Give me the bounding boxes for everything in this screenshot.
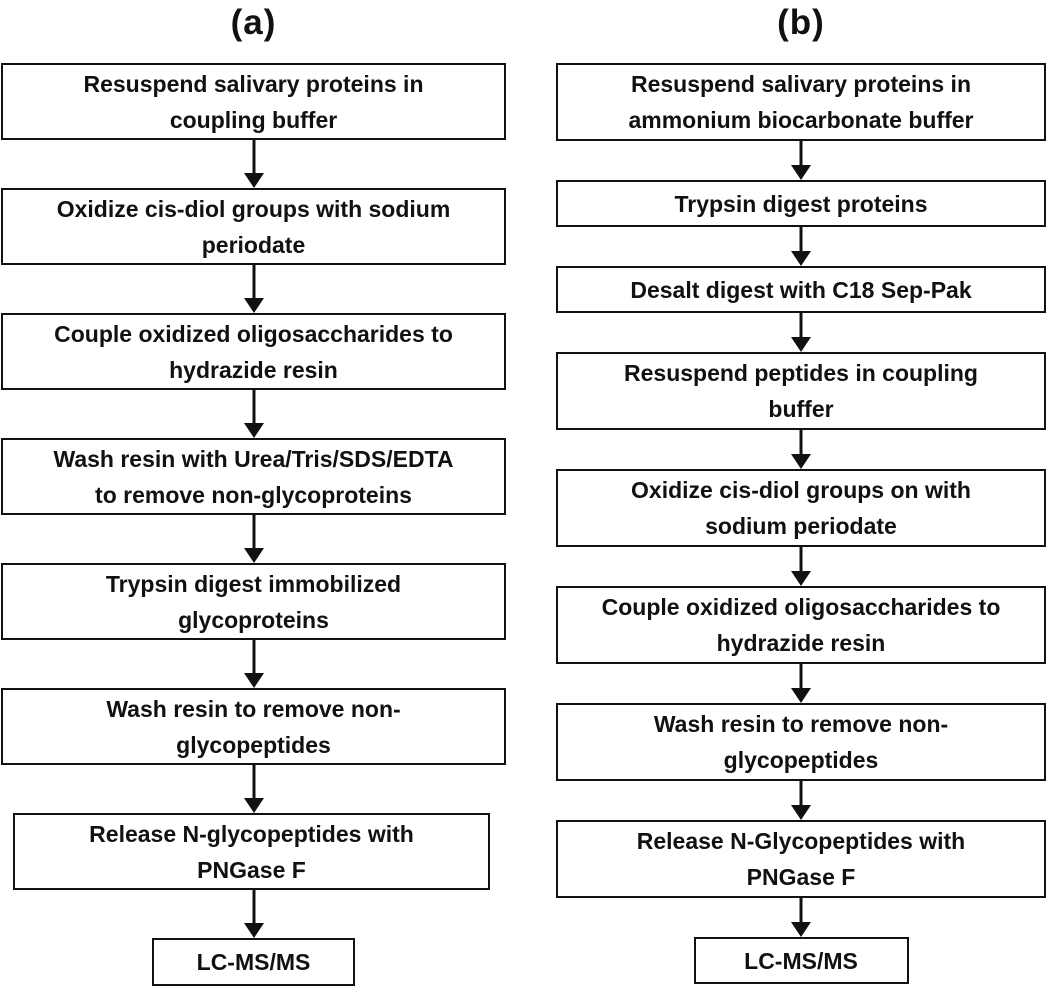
flow-step-box: Release N-Glycopeptides with PNGase F bbox=[556, 820, 1046, 898]
flow-step-label: Resuspend salivary proteins in coupling … bbox=[83, 70, 424, 133]
arrow-down-icon bbox=[556, 313, 1046, 352]
arrow-down-icon bbox=[556, 547, 1046, 586]
flow-step-box: Trypsin digest immobilized glycoproteins bbox=[1, 563, 506, 640]
arrow-down-icon bbox=[1, 890, 506, 938]
flow-step-box: Couple oxidized oligosaccharides to hydr… bbox=[1, 313, 506, 390]
flow-step-label: Oxidize cis-diol groups on with sodium p… bbox=[631, 477, 971, 539]
arrow-down-icon bbox=[1, 265, 506, 313]
arrow-down-icon bbox=[556, 898, 1046, 937]
arrow-down-icon bbox=[1, 515, 506, 563]
flow-step-box: Wash resin with Urea/Tris/SDS/EDTA to re… bbox=[1, 438, 506, 515]
arrow-down-icon bbox=[556, 227, 1046, 266]
flow-step-label: LC-MS/MS bbox=[744, 947, 858, 974]
flow-step-label: Desalt digest with C18 Sep-Pak bbox=[630, 276, 972, 303]
arrow-down-icon bbox=[1, 765, 506, 813]
flow-step-box: Wash resin to remove non- glycopeptides bbox=[556, 703, 1046, 781]
flow-step-box: Couple oxidized oligosaccharides to hydr… bbox=[556, 586, 1046, 664]
arrow-down-icon bbox=[556, 664, 1046, 703]
panel-a-label: (a) bbox=[230, 3, 277, 42]
flow-step-box: Desalt digest with C18 Sep-Pak bbox=[556, 266, 1046, 313]
flow-step-label: LC-MS/MS bbox=[196, 949, 311, 975]
arrow-down-icon bbox=[1, 140, 506, 188]
arrow-down-icon bbox=[556, 141, 1046, 180]
panel-b: (b) Resuspend salivary proteins in ammon… bbox=[556, 0, 1046, 984]
flow-step-label: Trypsin digest immobilized glycoproteins bbox=[105, 570, 402, 633]
panel-b-label: (b) bbox=[777, 3, 825, 42]
arrow-down-icon bbox=[556, 781, 1046, 820]
flow-step-label: Resuspend salivary proteins in ammonium … bbox=[628, 71, 974, 133]
flow-step-box: Release N-glycopeptides with PNGase F bbox=[13, 813, 490, 890]
flow-step-box: Wash resin to remove non- glycopeptides bbox=[1, 688, 506, 765]
flow-step-box: LC-MS/MS bbox=[152, 938, 355, 986]
flow-step-box: Resuspend peptides in coupling buffer bbox=[556, 352, 1046, 430]
flow-step-box: Oxidize cis-diol groups on with sodium p… bbox=[556, 469, 1046, 547]
flow-step-label: Oxidize cis-diol groups with sodium peri… bbox=[56, 195, 451, 258]
flow-step-label: Trypsin digest proteins bbox=[674, 190, 928, 217]
arrow-down-icon bbox=[1, 640, 506, 688]
flow-step-label: Release N-glycopeptides with PNGase F bbox=[89, 820, 414, 883]
flow-step-label: Couple oxidized oligosaccharides to hydr… bbox=[601, 594, 1001, 656]
flow-step-label: Release N-Glycopeptides with PNGase F bbox=[636, 828, 966, 890]
flow-step-box: Trypsin digest proteins bbox=[556, 180, 1046, 227]
panel-a: (a) Resuspend salivary proteins in coupl… bbox=[1, 0, 506, 986]
flow-step-label: Wash resin to remove non- glycopeptides bbox=[106, 695, 401, 758]
flow-step-box: LC-MS/MS bbox=[693, 937, 909, 984]
flow-step-label: Wash resin to remove non- glycopeptides bbox=[653, 711, 949, 773]
flow-step-box: Resuspend salivary proteins in coupling … bbox=[1, 63, 506, 140]
flow-step-box: Oxidize cis-diol groups with sodium peri… bbox=[1, 188, 506, 265]
flow-step-label: Resuspend peptides in coupling buffer bbox=[624, 360, 978, 422]
flow-step-label: Couple oxidized oligosaccharides to hydr… bbox=[54, 320, 453, 383]
flow-step-label: Wash resin with Urea/Tris/SDS/EDTA to re… bbox=[53, 445, 454, 508]
arrow-down-icon bbox=[556, 430, 1046, 469]
arrow-down-icon bbox=[1, 390, 506, 438]
flow-step-box: Resuspend salivary proteins in ammonium … bbox=[556, 63, 1046, 141]
